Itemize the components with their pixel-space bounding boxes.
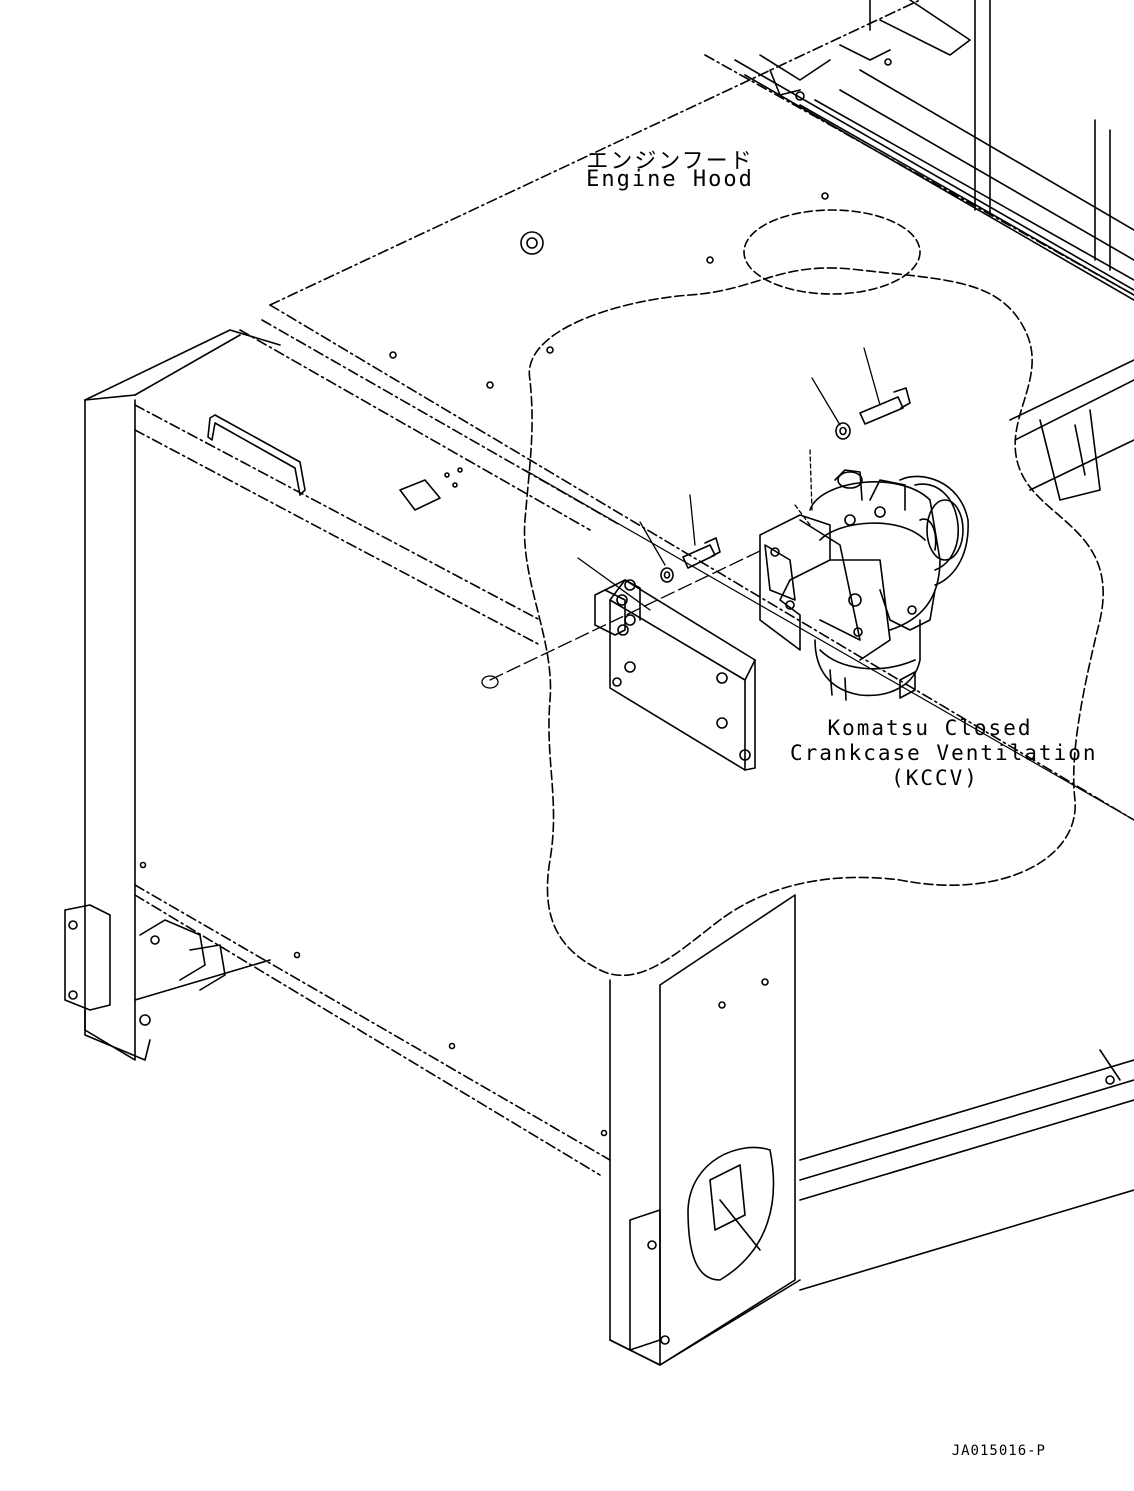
kccv-label-line2: Crankcase Ventilation [790, 741, 1098, 765]
engine-hood-outline [239, 0, 1134, 821]
fasteners [660, 387, 911, 583]
leader-lines [481, 347, 881, 689]
engine-hood-label-jp: エンジンフード [586, 149, 754, 174]
frame-rails [734, 0, 1134, 501]
mounting-bracket [594, 579, 756, 771]
engine-hood-label-en: Engine Hood [586, 167, 754, 192]
drawing-code: JA015016-P [951, 1443, 1046, 1459]
kccv-label-line3: (KCCV) [891, 766, 979, 790]
detail-callout-outline [523, 267, 1104, 977]
side-panel-left [64, 329, 611, 1176]
kccv-label-line1: Komatsu Closed [827, 716, 1033, 740]
side-panel-right [609, 894, 1134, 1366]
hood-holes [389, 192, 921, 389]
kccv-unit [759, 469, 969, 701]
